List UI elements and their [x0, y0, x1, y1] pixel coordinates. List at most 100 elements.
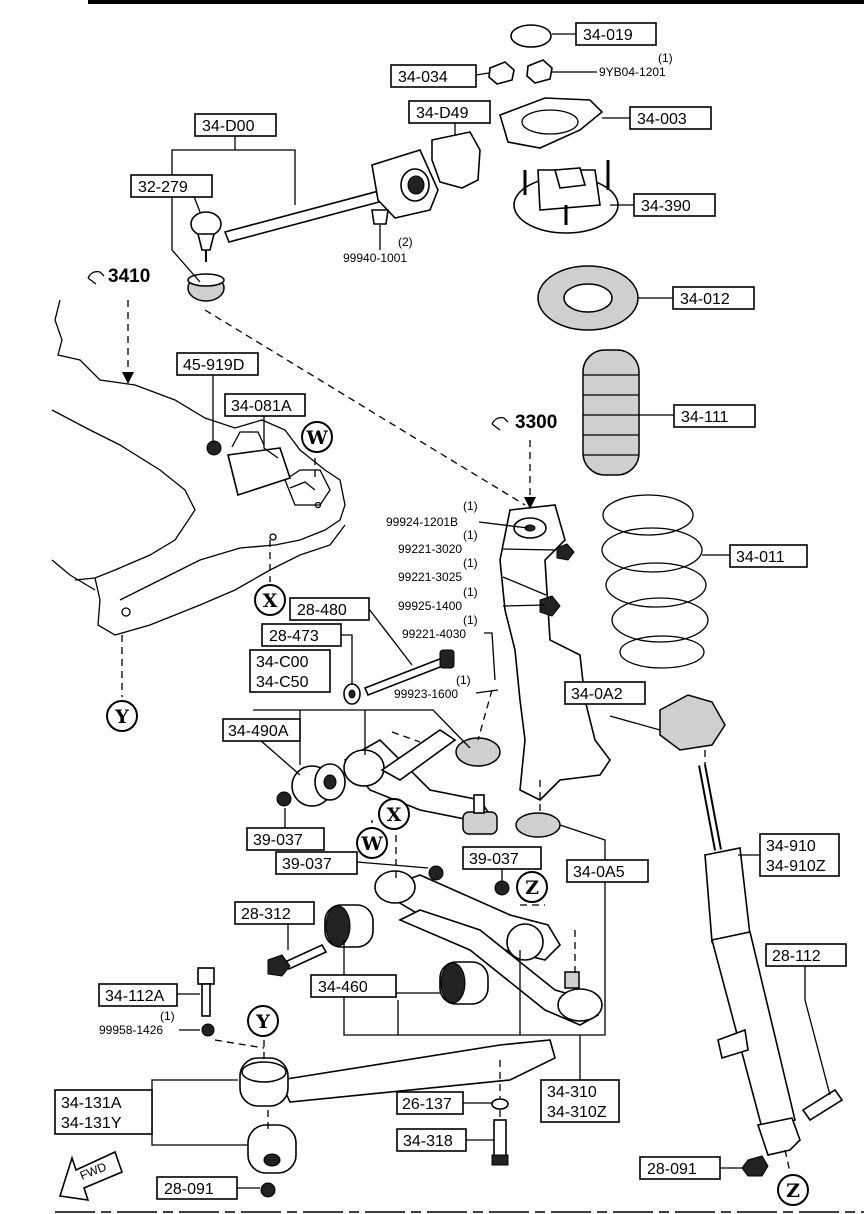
- label-99221-3025[interactable]: 99221-3025: [398, 570, 462, 584]
- label-34-019[interactable]: 34-019: [575, 22, 657, 46]
- label-34-0a2[interactable]: 34-0A2: [564, 681, 646, 705]
- svg-text:28-312: 28-312: [241, 906, 291, 923]
- label-32-279[interactable]: 32-279: [130, 174, 213, 198]
- label-34-003[interactable]: 34-003: [629, 106, 712, 130]
- label-28-480[interactable]: 28-480: [289, 597, 370, 621]
- label-39-037-c[interactable]: 39-037: [462, 846, 542, 870]
- svg-text:X: X: [387, 804, 402, 826]
- label-34-0a5[interactable]: 34-0A5: [566, 859, 649, 883]
- label-34-d49[interactable]: 34-D49: [408, 100, 491, 124]
- svg-text:34-011: 34-011: [736, 549, 785, 566]
- label-28-312[interactable]: 28-312: [234, 901, 315, 925]
- label-26-137[interactable]: 26-137: [396, 1091, 464, 1115]
- lower-arm-drawing: [374, 870, 603, 1026]
- arrow-down-icon: [122, 372, 134, 384]
- label-28-473[interactable]: 28-473: [261, 623, 342, 647]
- nut-39-037-c-drawing: [494, 880, 510, 896]
- qty-99221-3020: (1): [463, 528, 478, 542]
- label-34-111[interactable]: 34-111: [673, 404, 756, 428]
- seat-34-012-drawing: [537, 265, 639, 331]
- label-39-037-b[interactable]: 39-037: [275, 851, 358, 875]
- label-34-081a[interactable]: 34-081A: [224, 393, 306, 417]
- label-34-d00[interactable]: 34-D00: [194, 113, 277, 137]
- label-34-112a[interactable]: 34-112A: [98, 983, 178, 1007]
- label-34-034[interactable]: 34-034: [390, 64, 477, 88]
- assembly-dashed-lines: [121, 300, 791, 1173]
- shock-absorber-34-910-drawing: [698, 764, 801, 1156]
- label-99924-1201b[interactable]: 99924-1201B: [386, 515, 458, 529]
- svg-text:34-390: 34-390: [641, 198, 691, 215]
- ref-3410-label: 3410: [108, 266, 150, 287]
- nut-39-037-a-drawing: [276, 791, 292, 807]
- marker-w-lower: W: [356, 827, 388, 859]
- tension-rod-drawing: [187, 149, 439, 302]
- svg-text:34-310: 34-310: [547, 1084, 597, 1101]
- label-99958-1426[interactable]: 99958-1426: [99, 1023, 163, 1037]
- ref-3300[interactable]: 3300: [491, 412, 557, 433]
- insulator-34-0a2-drawing: [659, 694, 726, 751]
- label-34-910-910z[interactable]: 34-910 34-910Z: [759, 833, 840, 877]
- svg-text:28-091: 28-091: [647, 1161, 697, 1178]
- svg-text:W: W: [360, 833, 383, 855]
- label-34-c00-c50[interactable]: 34-C00 34-C50: [249, 649, 331, 693]
- bolt-28-312-drawing: [267, 943, 328, 977]
- label-99940-1001[interactable]: 99940-1001: [343, 251, 407, 265]
- svg-text:34-910Z: 34-910Z: [766, 858, 826, 875]
- svg-text:X: X: [263, 590, 278, 612]
- svg-text:34-034: 34-034: [398, 69, 448, 86]
- label-9yb04-1201[interactable]: 9YB04-1201: [599, 65, 666, 79]
- label-34-318[interactable]: 34-318: [396, 1128, 467, 1152]
- label-99923-1600[interactable]: 99923-1600: [394, 687, 458, 701]
- svg-text:34-0A5: 34-0A5: [573, 864, 625, 881]
- svg-text:39-037: 39-037: [253, 832, 303, 849]
- label-34-490a[interactable]: 34-490A: [222, 718, 301, 742]
- label-34-310-310z[interactable]: 34-310 34-310Z: [540, 1079, 620, 1123]
- svg-text:34-012: 34-012: [680, 291, 730, 308]
- svg-text:28-091: 28-091: [164, 1181, 214, 1198]
- label-34-011[interactable]: 34-011: [729, 544, 808, 568]
- qty-99924: (1): [463, 499, 478, 513]
- marker-y-lower: Y: [247, 1005, 279, 1037]
- label-28-091-right[interactable]: 28-091: [639, 1156, 721, 1180]
- label-99221-4030[interactable]: 99221-4030: [402, 627, 466, 641]
- bushing-34-490a-drawing: [291, 763, 346, 807]
- label-99925-1400[interactable]: 99925-1400: [398, 599, 462, 613]
- qty-99925: (1): [463, 585, 478, 599]
- bolt-34-112a-drawing: [197, 967, 215, 1037]
- nut-39-037-b-drawing: [428, 865, 444, 881]
- label-34-460[interactable]: 34-460: [310, 974, 397, 998]
- svg-text:34-310Z: 34-310Z: [547, 1104, 607, 1121]
- ref-3410[interactable]: 3410: [87, 266, 150, 287]
- svg-text:34-131Y: 34-131Y: [61, 1115, 122, 1132]
- svg-text:28-480: 28-480: [297, 602, 347, 619]
- marker-z-upper: Z: [516, 871, 548, 903]
- svg-text:34-910: 34-910: [766, 838, 816, 855]
- svg-text:39-037: 39-037: [469, 851, 519, 868]
- top-nuts-drawing: [488, 59, 553, 85]
- label-28-112[interactable]: 28-112: [765, 943, 847, 967]
- label-39-037-a[interactable]: 39-037: [246, 827, 325, 851]
- svg-text:Z: Z: [525, 877, 539, 899]
- svg-text:34-019: 34-019: [583, 27, 633, 44]
- label-45-919d[interactable]: 45-919D: [176, 352, 259, 376]
- bump-stop-34-111-drawing: [582, 349, 640, 476]
- qty-99221-3025: (1): [463, 556, 478, 570]
- mount-34-390-drawing: [513, 160, 619, 234]
- qty-99958: (1): [160, 1009, 175, 1023]
- label-28-091-left[interactable]: 28-091: [156, 1176, 238, 1200]
- bushings-34-460-drawing: [324, 904, 489, 1005]
- label-34-131a-131y[interactable]: 34-131A 34-131Y: [54, 1089, 153, 1135]
- label-34-390[interactable]: 34-390: [633, 193, 716, 217]
- label-99221-3020[interactable]: 99221-3020: [398, 542, 462, 556]
- leader-lines: [151, 33, 831, 1189]
- nut-28-091-right-drawing: [741, 1155, 769, 1177]
- insulator-34-0a5-drawing: [515, 812, 561, 838]
- label-34-012[interactable]: 34-012: [672, 286, 755, 310]
- svg-text:34-460: 34-460: [318, 979, 368, 996]
- svg-text:34-131A: 34-131A: [61, 1095, 122, 1112]
- svg-text:28-473: 28-473: [269, 628, 319, 645]
- arrow-down-icon: [524, 497, 536, 509]
- svg-text:34-111: 34-111: [681, 409, 729, 426]
- svg-text:34-003: 34-003: [637, 111, 687, 128]
- svg-text:Y: Y: [255, 1011, 270, 1033]
